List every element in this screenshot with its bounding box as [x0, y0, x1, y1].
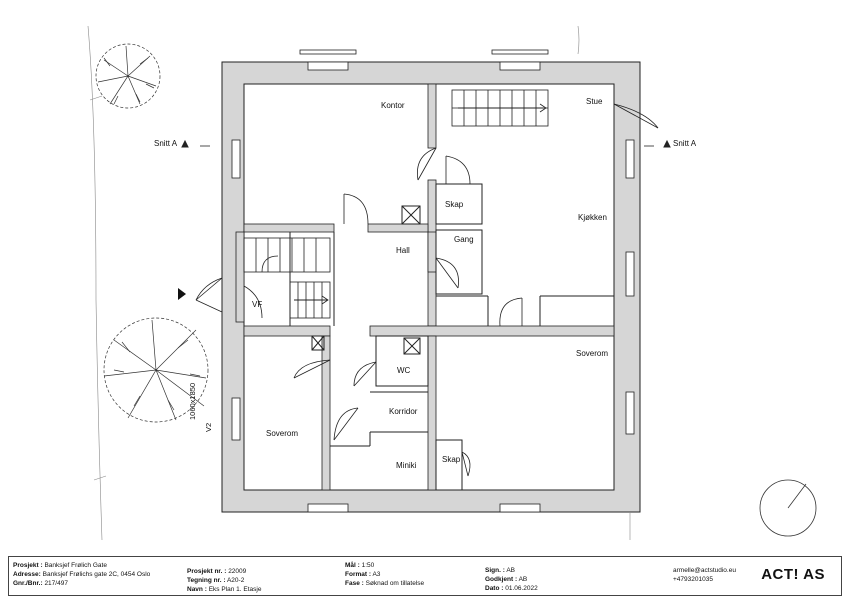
gnr-label: Gnr./Bnr.: — [13, 580, 43, 587]
drawing-name-value: Eks Plan 1. Etasje — [208, 586, 262, 593]
stairs-hall — [243, 237, 331, 319]
date-label: Dato : — [485, 585, 504, 592]
phase-value: Søknad om tillatelse — [365, 580, 425, 587]
company-logo: ACT! AS — [761, 566, 825, 583]
partitions — [289, 183, 614, 491]
doors — [195, 103, 659, 477]
room-label-skap: Skap — [445, 200, 464, 209]
window-code-label: V2 — [204, 422, 213, 432]
tree-icon — [103, 317, 209, 423]
title-block-project: Prosjekt : Banksjef Frølich Gate Adresse… — [13, 561, 150, 588]
drawing-name-label: Navn : — [187, 586, 207, 593]
windows — [231, 49, 635, 513]
interior-walls — [235, 83, 615, 491]
window-dimension-label: 1060x1850 — [188, 382, 197, 420]
section-marker-left — [181, 139, 210, 148]
project-number-value: 22009 — [228, 568, 247, 575]
north-arrow-icon — [759, 479, 817, 537]
title-block-scale: Mål : 1:50 Format : A3 Fase : Søknad om … — [345, 561, 424, 588]
section-label-right: Snitt A — [673, 139, 697, 148]
drawing-number-label: Tegning nr. : — [187, 577, 226, 584]
title-block: Prosjekt : Banksjef Frølich Gate Adresse… — [8, 556, 842, 596]
project-number-label: Prosjekt nr. : — [187, 568, 227, 575]
entrance-arrow-icon — [178, 288, 186, 300]
room-label-stue: Stue — [586, 97, 603, 106]
project-value: Banksjef Frølich Gate — [44, 562, 107, 569]
scale-value: 1:50 — [361, 562, 375, 569]
section-label-left: Snitt A — [154, 139, 178, 148]
format-value: A3 — [372, 571, 381, 578]
room-label-hall: Hall — [396, 246, 410, 255]
date-value: 01.06.2022 — [505, 585, 538, 592]
room-label-miniki: Miniki — [396, 461, 417, 470]
format-label: Format : — [345, 571, 371, 578]
room-label-vf: VF — [252, 300, 263, 309]
sign-label: Sign. : — [485, 567, 505, 574]
approved-value: AB — [518, 576, 528, 583]
section-marker-right — [644, 139, 671, 148]
stairs-upper — [451, 89, 549, 127]
room-label-gang: Gang — [454, 235, 474, 244]
contact-email[interactable]: armelle@actstudio.eu — [673, 567, 736, 574]
address-value: Banksjef Frølichs gate 2C, 0454 Oslo — [42, 571, 151, 578]
contact-phone: +4793201035 — [673, 576, 713, 583]
gnr-value: 217/497 — [44, 580, 68, 587]
approved-label: Godkjent : — [485, 576, 518, 583]
room-label-kontor: Kontor — [381, 101, 405, 110]
address-label: Adresse: — [13, 571, 41, 578]
project-label: Prosjekt : — [13, 562, 43, 569]
floor-plan — [87, 25, 817, 541]
property-line — [87, 25, 631, 541]
drawing-number-value: A20-2 — [226, 577, 245, 584]
room-label-wc: WC — [397, 366, 411, 375]
room-label-skap: Skap — [442, 455, 461, 464]
room-label-soverom: Soverom — [576, 349, 609, 358]
room-label-soverom: Soverom — [266, 429, 299, 438]
title-block-signoff: Sign. : AB Godkjent : AB Dato : 01.06.20… — [485, 566, 538, 593]
sign-value: AB — [506, 567, 515, 574]
scale-label: Mål : — [345, 562, 360, 569]
title-block-drawing: Prosjekt nr. : 22009 Tegning nr. : A20-2… — [187, 567, 261, 594]
room-label-kjokken: Kjøkken — [578, 213, 607, 222]
phase-label: Fase : — [345, 580, 364, 587]
room-label-korridor: Korridor — [389, 407, 418, 416]
tree-icon — [95, 43, 161, 109]
title-block-contact: armelle@actstudio.eu +4793201035 — [673, 566, 736, 584]
